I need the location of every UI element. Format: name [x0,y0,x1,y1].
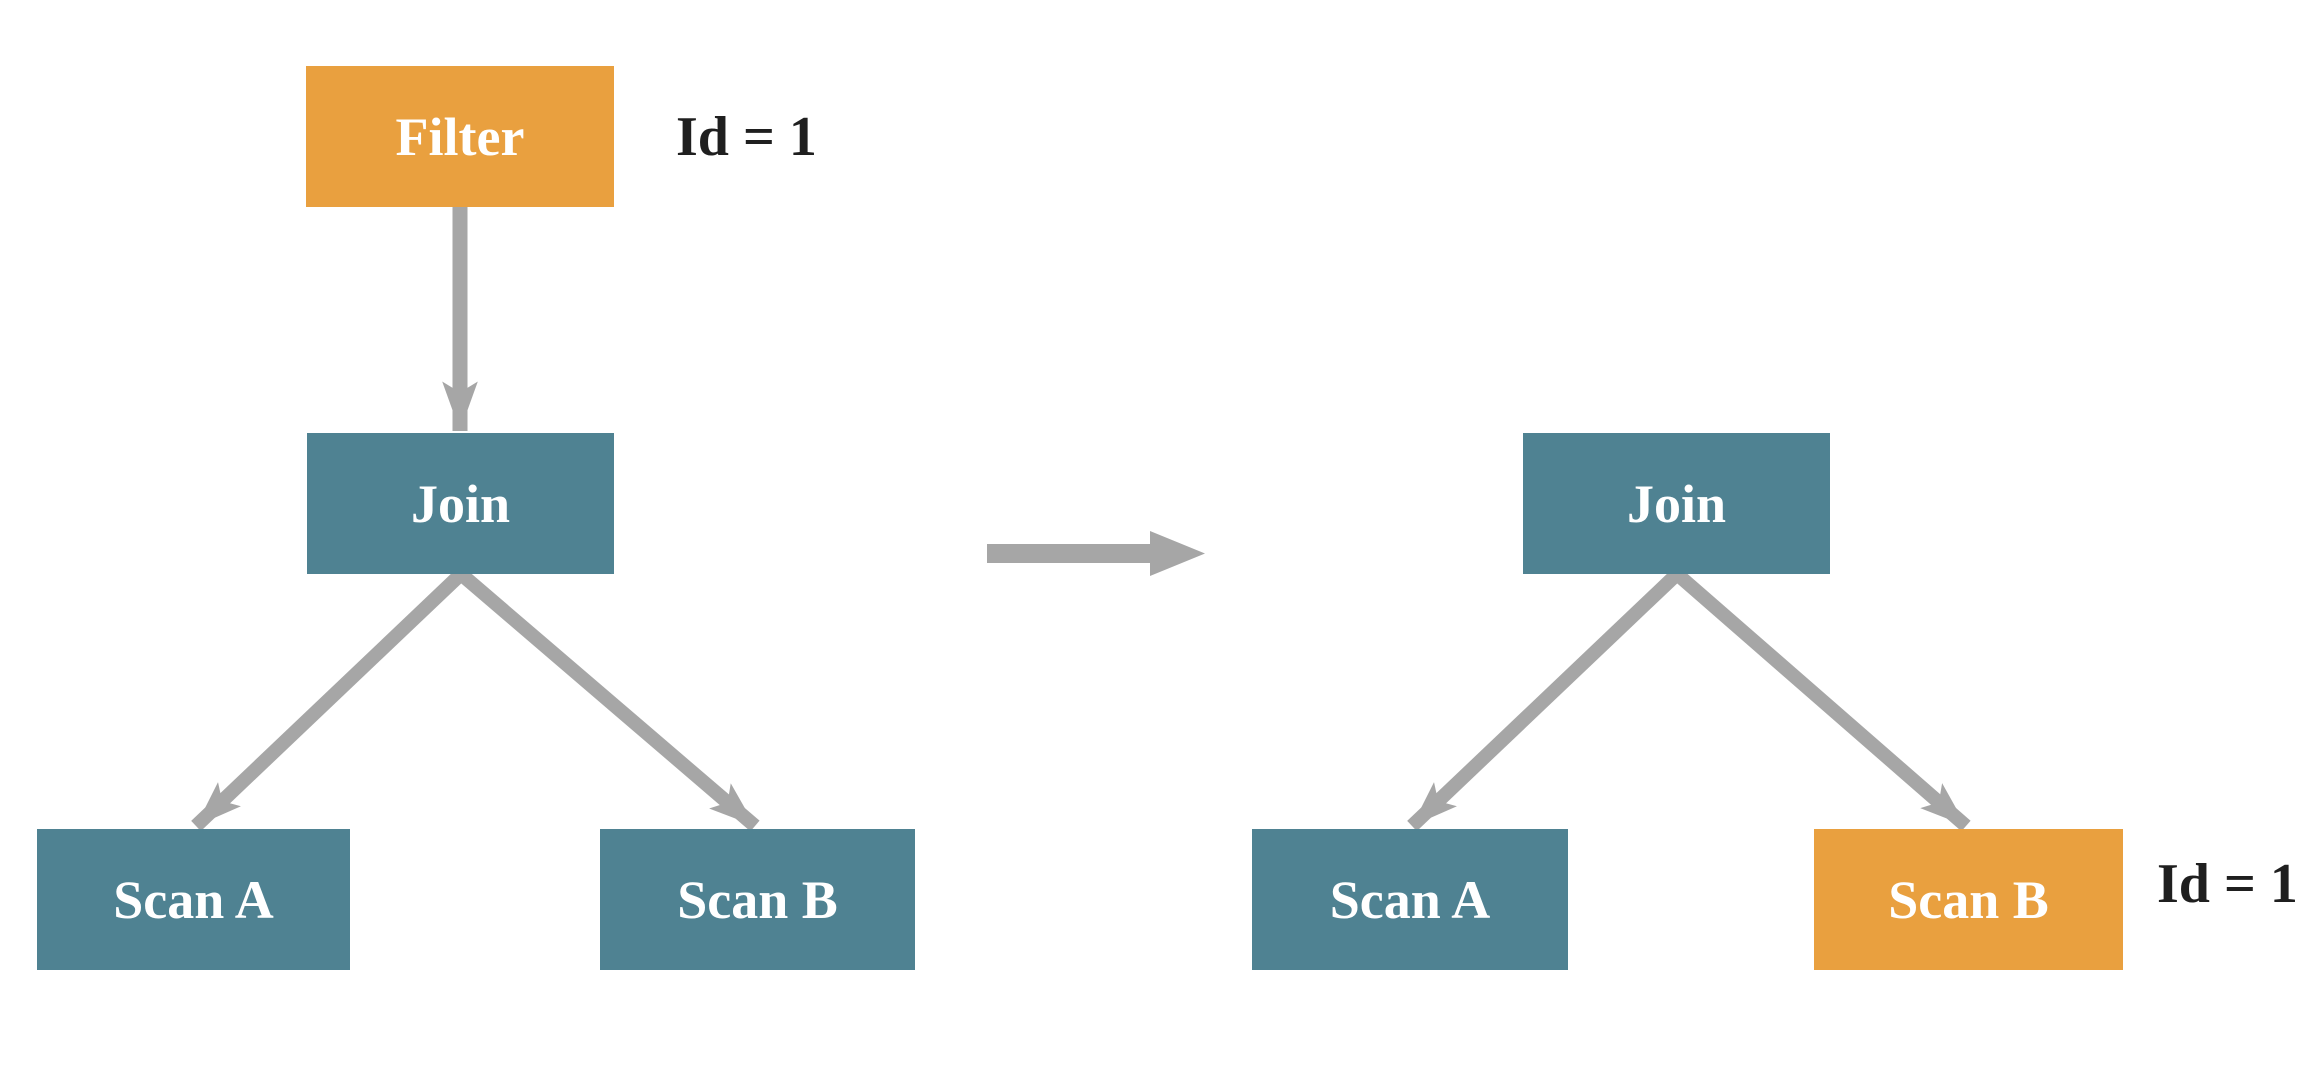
node-scan-a-left-label: Scan A [113,869,274,930]
edge-join-to-scan-a-left [191,568,466,832]
node-join-right-label: Join [1626,473,1727,534]
filter-annotation: Id = 1 [676,105,817,168]
node-scan-a-left: Scan A [37,829,350,970]
node-scan-b-right-label: Scan B [1888,869,2049,930]
node-filter-label: Filter [395,106,525,167]
node-filter: Filter [306,66,614,207]
node-scan-b-left: Scan B [600,829,915,970]
node-join-right: Join [1523,433,1830,574]
edge-join-to-scan-b-left [456,568,760,832]
node-scan-b-right: Scan B [1814,829,2123,970]
edge-join-to-scan-b-right [1672,568,1971,832]
node-join-left-label: Join [410,473,511,534]
transform-arrow [987,531,1205,576]
node-scan-a-right: Scan A [1252,829,1568,970]
node-join-left: Join [307,433,614,574]
node-scan-b-left-label: Scan B [677,869,838,930]
scan-b-annotation: Id = 1 [2157,852,2298,915]
node-scan-a-right-label: Scan A [1329,869,1491,930]
edge-join-to-scan-a-right [1407,568,1682,832]
